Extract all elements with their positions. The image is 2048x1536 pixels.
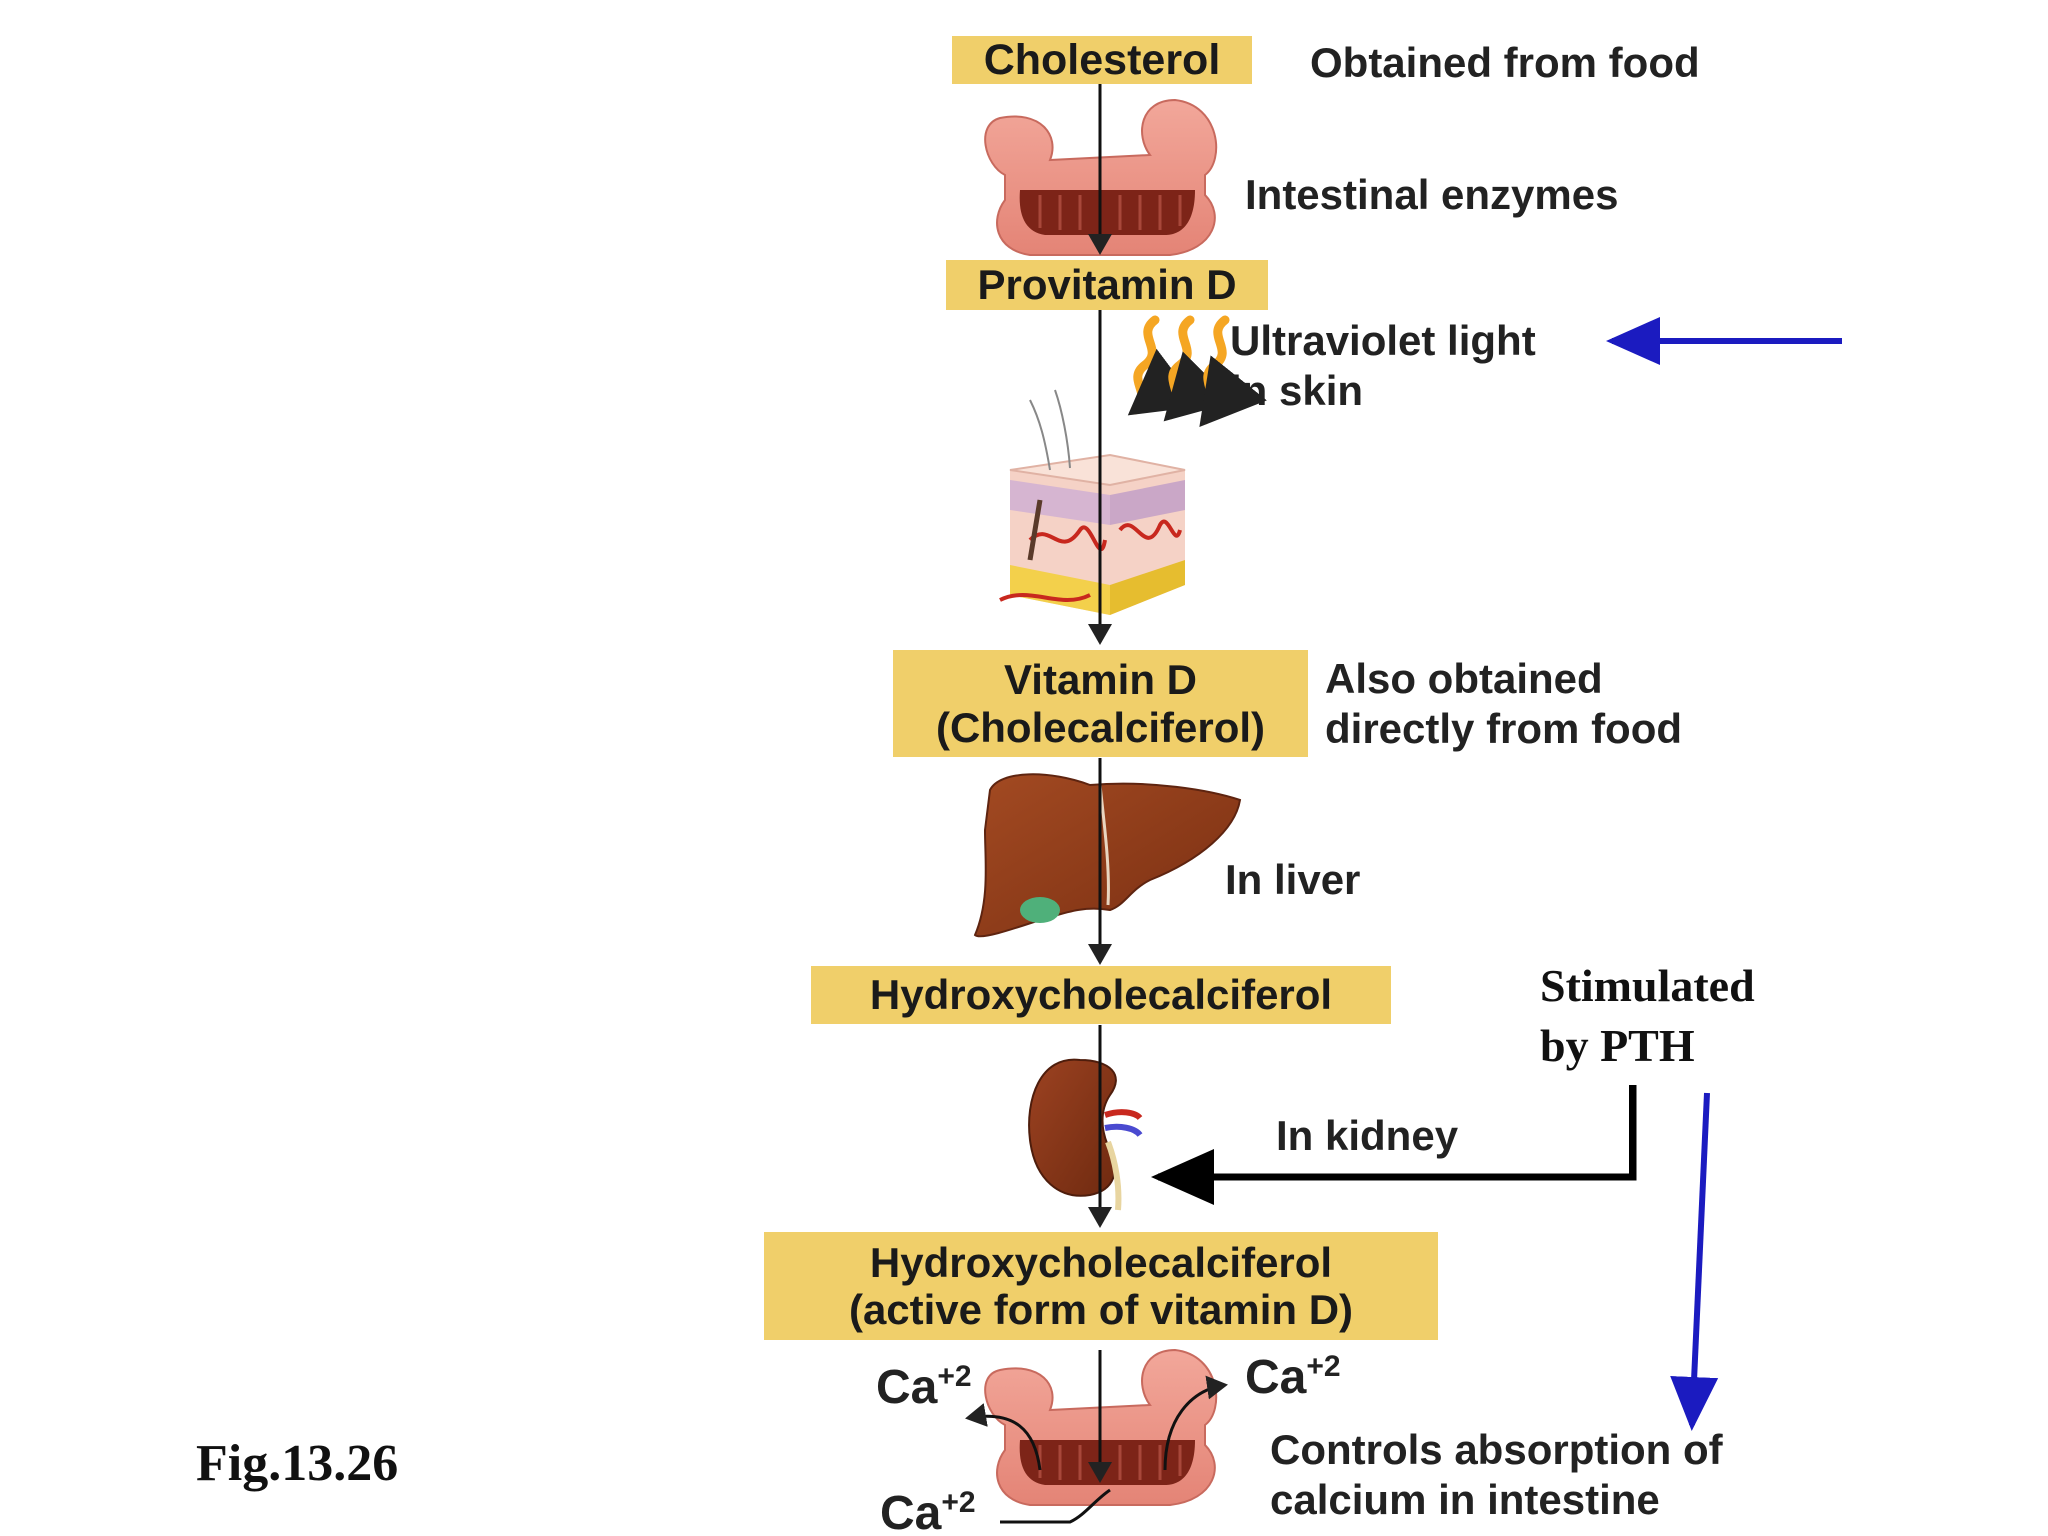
note-controls-absorption: Controls absorption of calcium in intest…	[1270, 1425, 1723, 1526]
pth-line2: by PTH	[1540, 1019, 1695, 1071]
calcium-arrows	[965, 1375, 1228, 1524]
step-active-line2: (active form of vitamin D)	[848, 1286, 1354, 1333]
calcium-ion-left: Ca+2	[876, 1360, 972, 1415]
calcium-ion-left-charge: +2	[937, 1360, 972, 1393]
note-also-line2: directly from food	[1325, 705, 1683, 753]
note-uv-light: Ultraviolet light in skin	[1230, 316, 1536, 417]
note-uv-line2: in skin	[1230, 367, 1364, 415]
note-also-obtained: Also obtained directly from food	[1325, 654, 1682, 755]
step-hydroxy-liver: Hydroxycholecalciferol	[811, 966, 1391, 1024]
kidney-icon	[1028, 1058, 1143, 1211]
pth-line1: Stimulated	[1540, 960, 1755, 1011]
step-vitamin-d: Vitamin D (Cholecalciferol)	[893, 650, 1308, 757]
note-intestinal-enzymes: Intestinal enzymes	[1245, 171, 1619, 218]
step-hydroxy-liver-label: Hydroxycholecalciferol	[869, 971, 1333, 1019]
figure-label: Fig.13.26	[196, 1435, 399, 1492]
liver-icon	[973, 773, 1242, 938]
note-controls-line1: Controls absorption of	[1270, 1426, 1723, 1473]
pth-annotation: Stimulated by PTH	[1540, 956, 1755, 1076]
calcium-ion-right-base: Ca	[1245, 1351, 1307, 1404]
uv-light-icon	[1127, 315, 1267, 428]
note-in-liver: In liver	[1225, 856, 1361, 903]
calcium-ion-bottom-charge: +2	[941, 1486, 976, 1519]
step-active-line1: Hydroxycholecalciferol	[869, 1238, 1333, 1286]
note-controls-line2: calcium in intestine	[1270, 1476, 1660, 1524]
note-from-food: Obtained from food	[1310, 39, 1700, 86]
pth-kidney-arrow	[1151, 1085, 1637, 1205]
calcium-ion-right: Ca+2	[1245, 1350, 1341, 1405]
calcium-ion-bottom: Ca+2	[880, 1486, 976, 1536]
calcium-ion-left-base: Ca	[876, 1361, 938, 1414]
step-active-vitamin-d: Hydroxycholecalciferol (active form of v…	[764, 1232, 1438, 1340]
note-in-kidney: In kidney	[1276, 1112, 1459, 1159]
step-provitamin-d: Provitamin D	[946, 260, 1268, 310]
step-vitamin-d-line1: Vitamin D	[1004, 656, 1197, 704]
note-uv-line1: Ultraviolet light	[1230, 317, 1536, 364]
note-also-line1: Also obtained	[1325, 655, 1603, 702]
calcium-ion-bottom-base: Ca	[880, 1487, 942, 1536]
pth-intestine-arrow	[1670, 1092, 1719, 1431]
calcium-ion-right-charge: +2	[1306, 1350, 1341, 1383]
step-provitamin-d-label: Provitamin D	[977, 261, 1237, 309]
step-vitamin-d-line2: (Cholecalciferol)	[935, 703, 1266, 751]
step-cholesterol: Cholesterol	[952, 36, 1252, 84]
step-cholesterol-label: Cholesterol	[983, 35, 1221, 84]
skin-icon	[999, 389, 1186, 615]
